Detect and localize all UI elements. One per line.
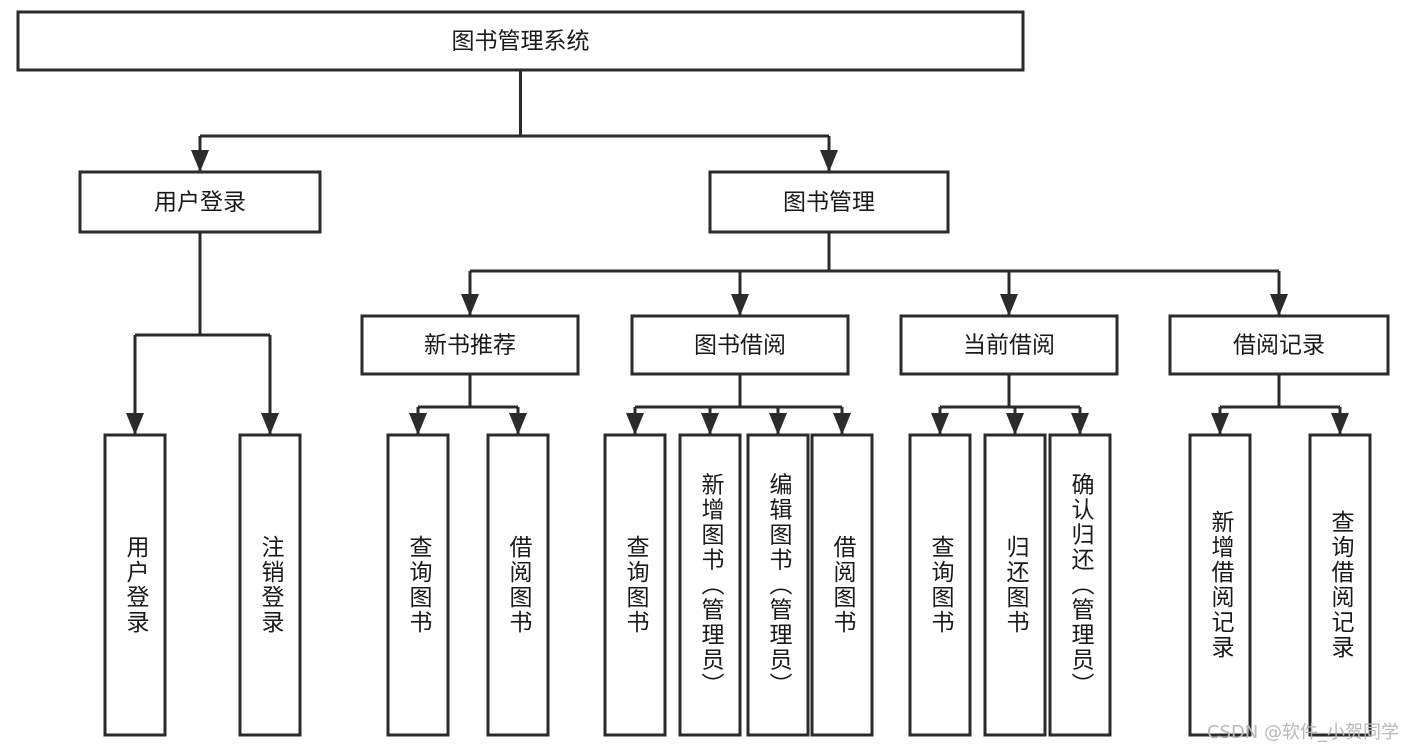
arrow-head-icon (1006, 413, 1024, 435)
arrow-head-icon (509, 413, 527, 435)
node-leaf-logout-login[interactable]: 注销登录 (238, 433, 302, 737)
arrow-head-icon (731, 294, 749, 316)
diagram-nodes-layer: 图书管理系统用户登录图书管理新书推荐图书借阅当前借阅借阅记录用户登录注销登录查询… (16, 10, 1390, 737)
node-borrow-record[interactable]: 借阅记录 (1168, 314, 1390, 376)
node-leaf-user-login[interactable]: 用户登录 (103, 433, 167, 737)
node-label: 新增借阅记录 (1207, 510, 1235, 660)
node-label: 用户登录 (122, 535, 150, 635)
node-leaf-add-borrow-record[interactable]: 新增借阅记录 (1188, 433, 1252, 737)
node-book-borrow[interactable]: 图书借阅 (630, 314, 850, 376)
arrow-head-icon (701, 413, 719, 435)
arrow-head-icon (261, 413, 279, 435)
node-label: 图书借阅 (694, 333, 786, 359)
node-label: 借阅图书 (829, 535, 857, 635)
node-label: 查询图书 (622, 535, 650, 635)
node-label: 用户登录 (154, 190, 246, 216)
arrow-head-icon (1071, 413, 1089, 435)
node-current-borrow[interactable]: 当前借阅 (899, 314, 1119, 376)
node-label: 查询图书 (405, 535, 433, 635)
node-leaf-add-book-admin[interactable]: 新增图书（管理员） (678, 433, 742, 737)
node-leaf-query-borrow-record[interactable]: 查询借阅记录 (1308, 433, 1372, 737)
arrow-head-icon (1331, 413, 1349, 435)
node-leaf-query-book-2[interactable]: 查询图书 (603, 433, 667, 737)
arrow-head-icon (1211, 413, 1229, 435)
arrow-head-icon (1270, 294, 1288, 316)
node-label: 归还图书 (1002, 535, 1030, 635)
arrow-head-icon (409, 413, 427, 435)
node-new-book-recommend[interactable]: 新书推荐 (360, 314, 580, 376)
node-user-login[interactable]: 用户登录 (78, 170, 322, 234)
arrow-head-icon (833, 413, 851, 435)
node-leaf-borrow-book-2[interactable]: 借阅图书 (810, 433, 874, 737)
arrow-head-icon (626, 413, 644, 435)
arrow-head-icon (931, 413, 949, 435)
node-label: 新书推荐 (424, 333, 516, 359)
arrow-head-icon (769, 413, 787, 435)
connector-links-layer (126, 70, 1349, 435)
node-label: 图书管理系统 (452, 29, 590, 55)
arrow-head-icon (126, 413, 144, 435)
arrow-head-icon (1000, 294, 1018, 316)
node-label: 借阅记录 (1233, 333, 1325, 359)
node-label: 当前借阅 (963, 333, 1055, 359)
node-label: 注销登录 (257, 535, 285, 635)
arrow-head-icon (191, 150, 209, 172)
node-label: 借阅图书 (505, 535, 533, 635)
node-leaf-return-book[interactable]: 归还图书 (983, 433, 1047, 737)
arrow-head-icon (820, 150, 838, 172)
node-leaf-query-book-1[interactable]: 查询图书 (386, 433, 450, 737)
node-leaf-borrow-book-1[interactable]: 借阅图书 (486, 433, 550, 737)
node-leaf-confirm-return[interactable]: 确认归还（管理员） (1048, 433, 1112, 737)
node-label: 图书管理 (783, 190, 875, 216)
node-label: 新增图书（管理员） (697, 473, 725, 698)
node-label: 查询图书 (927, 535, 955, 635)
node-label: 查询借阅记录 (1327, 510, 1355, 660)
node-root-图书管理系统[interactable]: 图书管理系统 (16, 10, 1025, 72)
node-label: 确认归还（管理员） (1067, 473, 1095, 698)
arrow-head-icon (461, 294, 479, 316)
node-label: 编辑图书（管理员） (765, 473, 793, 698)
node-leaf-query-book-3[interactable]: 查询图书 (908, 433, 972, 737)
node-book-manage[interactable]: 图书管理 (708, 170, 950, 234)
node-leaf-edit-book-admin[interactable]: 编辑图书（管理员） (746, 433, 810, 737)
